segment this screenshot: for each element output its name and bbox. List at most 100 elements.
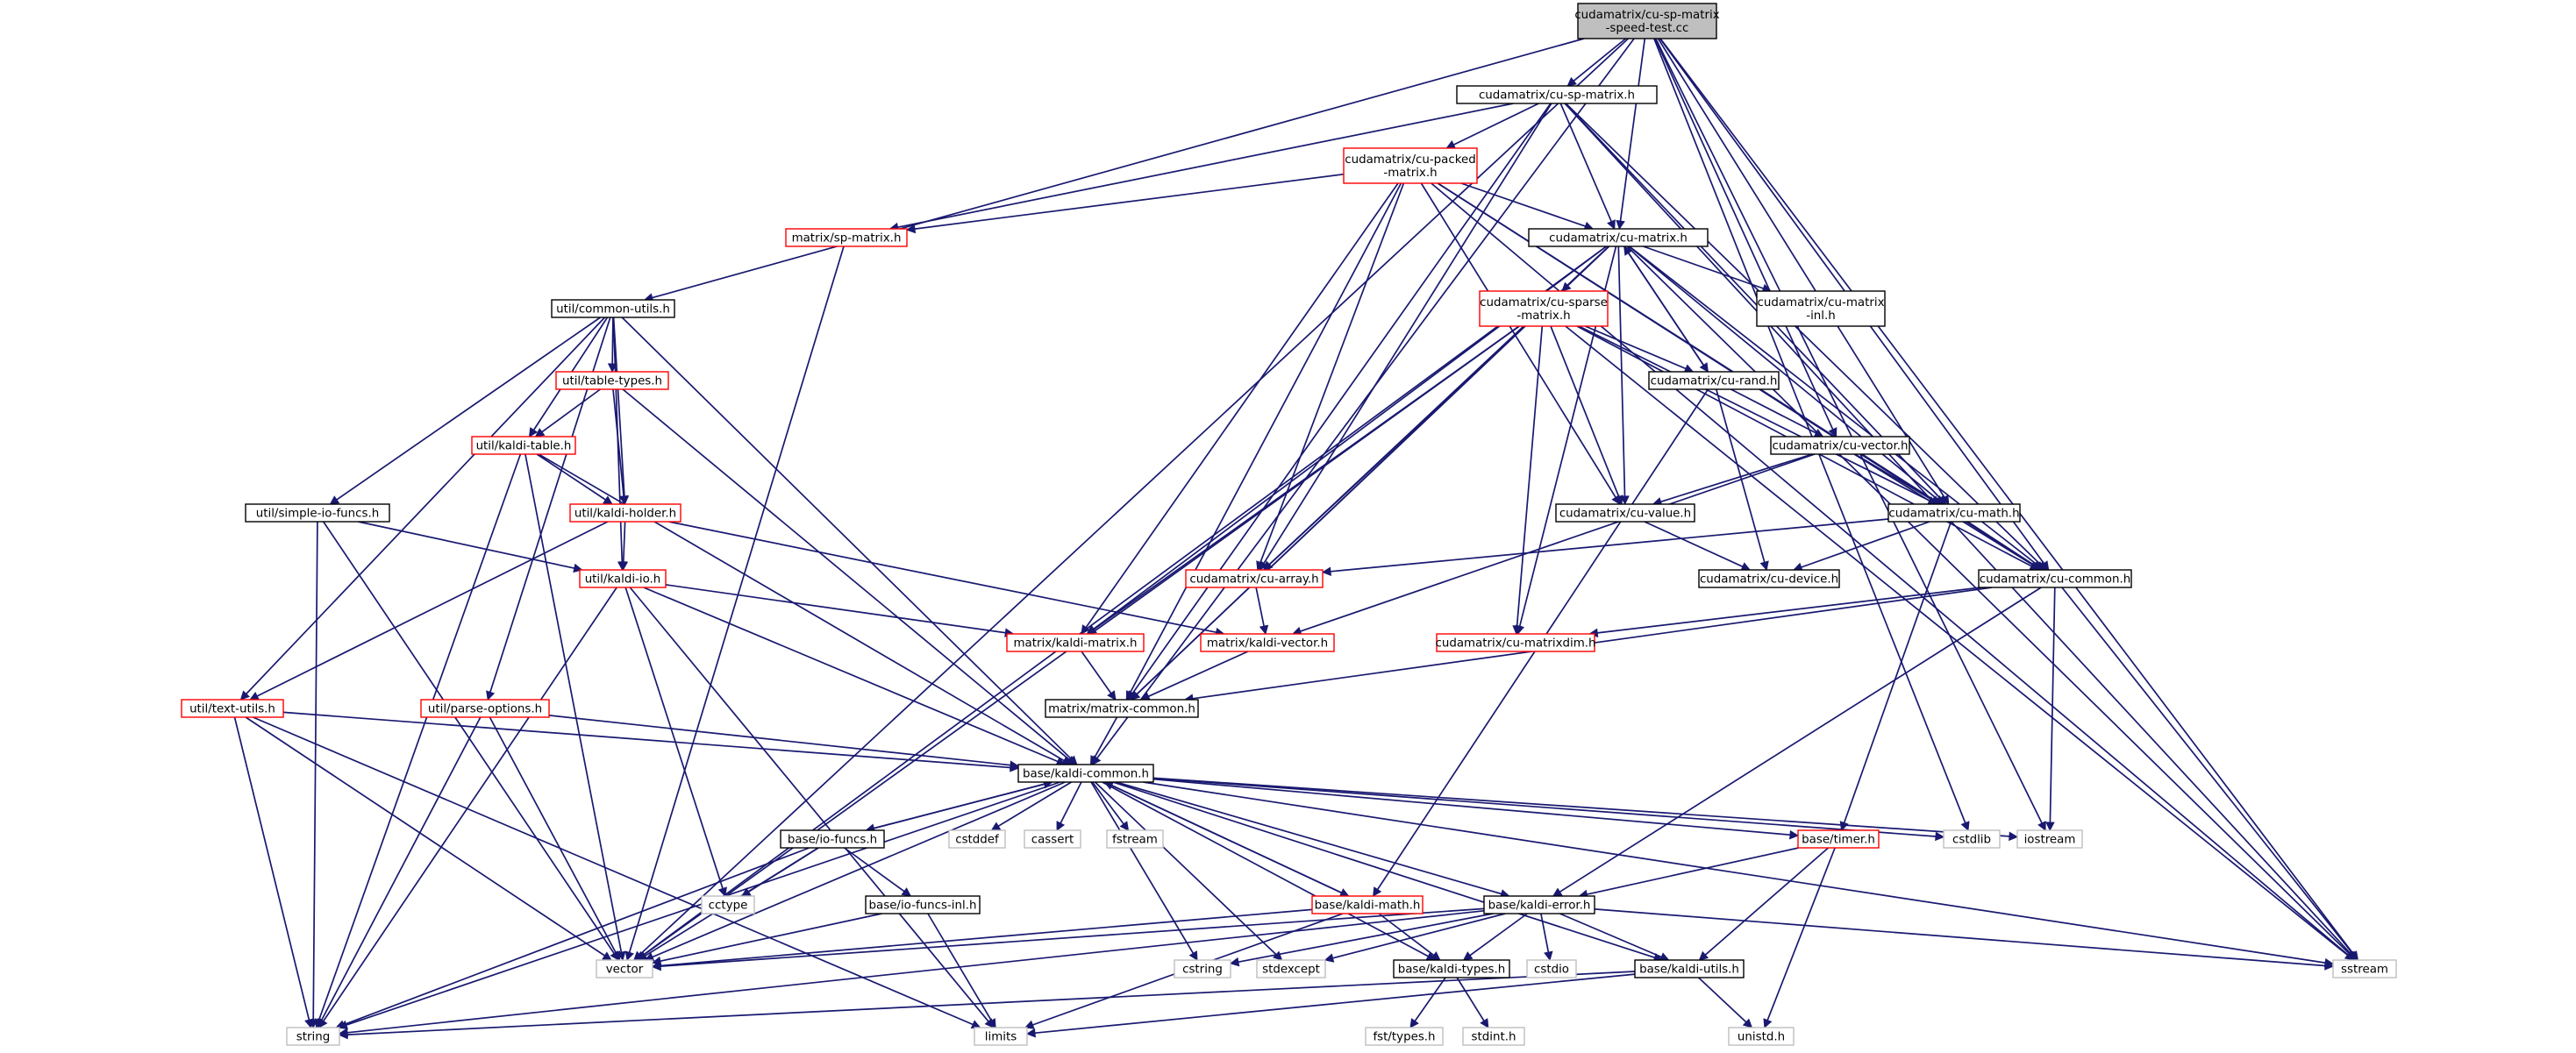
edge-line xyxy=(346,909,1485,1034)
node-box xyxy=(1106,829,1164,849)
edge-arrowhead xyxy=(1119,821,1130,831)
node-label: util/parse-options.h xyxy=(428,703,542,716)
node-kaldi-matrix-h[interactable]: matrix/kaldi-matrix.h xyxy=(1006,633,1145,652)
edge-cu-sp-matrix-h-to-cu-matrix-h xyxy=(1559,103,1616,231)
node-label: -matrix.h xyxy=(1516,309,1570,323)
node-cu-device-h[interactable]: cudamatrix/cu-device.h xyxy=(1698,569,1840,588)
node-cstdlib[interactable]: cstdlib xyxy=(1943,829,2001,849)
node-cctype[interactable]: cctype xyxy=(701,895,755,914)
edge-arrowhead xyxy=(335,1020,346,1029)
node-label: cudamatrix/cu-rand.h xyxy=(1651,375,1778,388)
edge-arrowhead xyxy=(603,495,613,505)
node-box xyxy=(1797,829,1880,849)
edge-text-utils-h-to-kaldi-common-h xyxy=(282,711,1020,772)
edge-line xyxy=(2061,587,2354,955)
node-matrix-common-h[interactable]: matrix/matrix-common.h xyxy=(1045,699,1199,718)
node-cu-rand-h[interactable]: cudamatrix/cu-rand.h xyxy=(1648,371,1780,390)
edge-arrowhead xyxy=(486,690,496,701)
node-parse-options-h[interactable]: util/parse-options.h xyxy=(420,699,550,718)
node-box xyxy=(1526,959,1577,978)
edge-arrowhead xyxy=(607,363,617,374)
node-cu-math-h[interactable]: cudamatrix/cu-math.h xyxy=(1887,503,2021,523)
edge-cu-packed-matrix-h-to-sp-matrix-h xyxy=(905,173,1345,234)
node-io-funcs-h[interactable]: base/io-funcs.h xyxy=(780,829,885,849)
node-limits[interactable]: limits xyxy=(974,1027,1028,1046)
edge-line xyxy=(1594,908,2326,967)
node-io-funcs-inl-h[interactable]: base/io-funcs-inl.h xyxy=(865,895,981,914)
node-box xyxy=(596,959,653,978)
edge-cu-vector-h-to-kaldi-vector-h xyxy=(1291,453,1816,636)
edge-line xyxy=(1587,847,1799,895)
edge-arrowhead xyxy=(528,427,539,438)
edge-arrowhead xyxy=(1698,950,1709,961)
node-cu-matrix-inl-h[interactable]: cudamatrix/cu-matrix-inl.h xyxy=(1756,290,1886,327)
node-sstream[interactable]: sstream xyxy=(2332,959,2397,978)
node-box xyxy=(1017,764,1154,783)
edge-line xyxy=(997,781,1072,828)
node-box xyxy=(1483,895,1595,914)
edge-line xyxy=(2049,587,2056,823)
node-kaldi-io-h[interactable]: util/kaldi-io.h xyxy=(579,569,667,588)
node-iostream[interactable]: iostream xyxy=(2016,829,2083,849)
edge-line xyxy=(1626,245,2351,956)
edge-root-to-cstdlib xyxy=(1653,38,1970,832)
node-cstddef[interactable]: cstddef xyxy=(948,829,1006,849)
edge-line xyxy=(1627,253,1709,373)
node-cu-matrixdim-h[interactable]: cudamatrix/cu-matrixdim.h xyxy=(1435,633,1596,652)
node-kaldi-math-h[interactable]: base/kaldi-math.h xyxy=(1311,895,1424,914)
edge-arrowhead xyxy=(2348,950,2358,961)
node-timer-h[interactable]: base/timer.h xyxy=(1797,829,1880,849)
edge-line xyxy=(897,103,1514,229)
edge-line xyxy=(652,38,1585,299)
node-cu-vector-h[interactable]: cudamatrix/cu-vector.h xyxy=(1770,436,1910,455)
edge-cu-common-h-to-cu-matrixdim-h xyxy=(1588,587,1981,638)
node-table-types-h[interactable]: util/table-types.h xyxy=(555,371,669,390)
node-stdexcept[interactable]: stdexcept xyxy=(1256,959,1326,978)
node-stdint-h[interactable]: stdint.h xyxy=(1462,1027,1525,1046)
node-cu-packed-matrix-h[interactable]: cudamatrix/cu-packed-matrix.h xyxy=(1343,147,1478,184)
node-simple-io-funcs-h[interactable]: util/simple-io-funcs.h xyxy=(245,503,390,523)
node-fstream[interactable]: fstream xyxy=(1106,829,1164,849)
node-cassert[interactable]: cassert xyxy=(1024,829,1081,849)
node-kaldi-table-h[interactable]: util/kaldi-table.h xyxy=(471,436,576,455)
node-fst-types-h[interactable]: fst/types.h xyxy=(1365,1027,1444,1046)
edge-line xyxy=(1559,587,2042,893)
node-common-utils-h[interactable]: util/common-utils.h xyxy=(551,299,675,318)
node-label: sstream xyxy=(2341,964,2388,977)
edge-timer-h-to-kaldi-error-h xyxy=(1578,847,1799,900)
node-kaldi-holder-h[interactable]: util/kaldi-holder.h xyxy=(569,503,681,523)
node-kaldi-vector-h[interactable]: matrix/kaldi-vector.h xyxy=(1200,633,1335,652)
node-cu-array-h[interactable]: cudamatrix/cu-array.h xyxy=(1185,569,1324,588)
node-text-utils-h[interactable]: util/text-utils.h xyxy=(181,699,284,718)
edge-kaldi-error-h-to-cstring xyxy=(1229,913,1494,967)
node-cu-common-h[interactable]: cudamatrix/cu-common.h xyxy=(1978,569,2132,588)
edge-arrowhead xyxy=(1839,821,1849,832)
edge-line xyxy=(660,913,882,963)
node-box xyxy=(948,829,1006,849)
edge-cu-sparse-matrix-h-to-matrix-common-h xyxy=(1130,325,1526,701)
edge-cu-value-h-to-cu-device-h xyxy=(1644,521,1752,571)
edge-line xyxy=(323,587,617,1021)
node-label: -inl.h xyxy=(1806,309,1836,323)
edge-arrowhead xyxy=(1759,560,1769,572)
node-label: -matrix.h xyxy=(1383,167,1437,180)
node-sp-matrix-h[interactable]: matrix/sp-matrix.h xyxy=(785,228,908,247)
node-box xyxy=(1045,699,1199,718)
node-unistd-h[interactable]: unistd.h xyxy=(1728,1027,1795,1046)
node-kaldi-error-h[interactable]: base/kaldi-error.h xyxy=(1483,895,1595,914)
node-string[interactable]: string xyxy=(286,1027,340,1046)
edge-line xyxy=(358,521,574,569)
node-cu-matrix-h[interactable]: cudamatrix/cu-matrix.h xyxy=(1528,228,1709,247)
node-cu-sp-matrix-h[interactable]: cudamatrix/cu-sp-matrix.h xyxy=(1456,85,1658,104)
node-cu-sparse-matrix-h[interactable]: cudamatrix/cu-sparse-matrix.h xyxy=(1479,290,1609,327)
node-kaldi-common-h[interactable]: base/kaldi-common.h xyxy=(1017,764,1154,783)
node-kaldi-types-h[interactable]: base/kaldi-types.h xyxy=(1393,959,1510,978)
node-cu-value-h[interactable]: cudamatrix/cu-value.h xyxy=(1555,503,1695,523)
edge-arrowhead xyxy=(717,886,727,898)
node-kaldi-utils-h[interactable]: base/kaldi-utils.h xyxy=(1634,959,1745,978)
node-root[interactable]: cudamatrix/cu-sp-matrix-speed-test.cc xyxy=(1574,3,1720,39)
node-vector[interactable]: vector xyxy=(596,959,653,978)
edge-root-to-vector xyxy=(632,38,1629,961)
node-cstdio[interactable]: cstdio xyxy=(1526,959,1577,978)
node-cstring[interactable]: cstring xyxy=(1174,959,1231,978)
